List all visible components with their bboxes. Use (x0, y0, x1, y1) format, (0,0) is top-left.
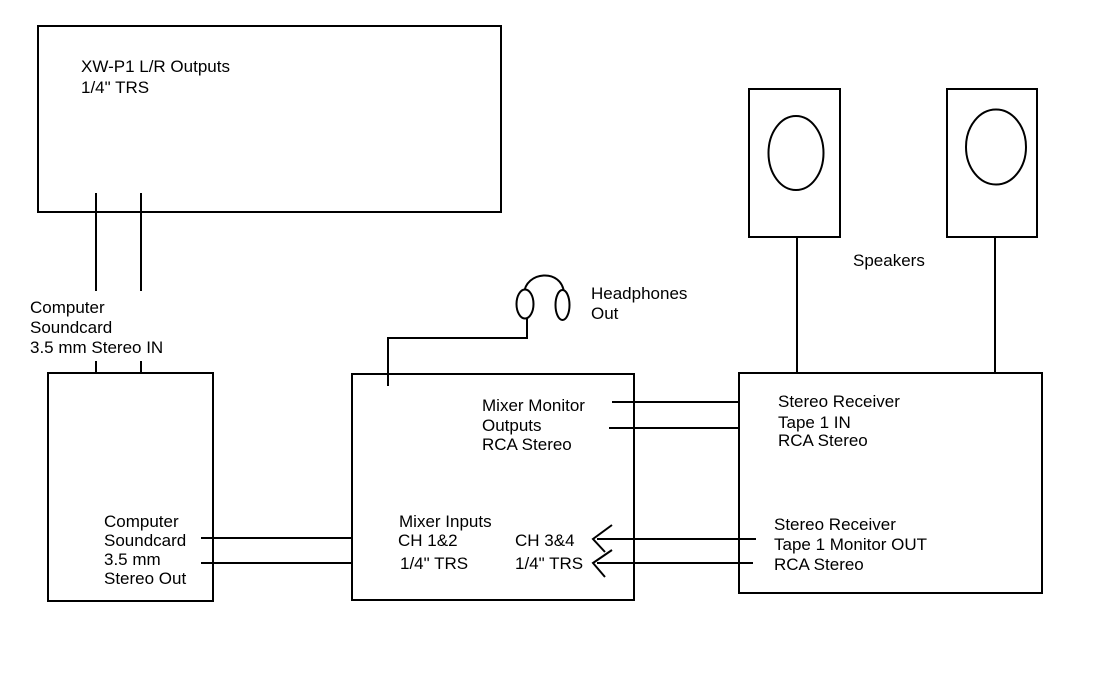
headphones-left-cup (515, 288, 535, 320)
xwp1-box (37, 25, 502, 213)
mixer-inputs-ch12-connector: 1/4" TRS (400, 554, 468, 573)
xwp1-label-line2: 1/4" TRS (81, 78, 149, 97)
speaker-left (748, 88, 841, 238)
computer-soundcard-device: Computer Soundcard 3.5 mm Stereo Out (47, 372, 214, 602)
headphones-band (523, 274, 565, 295)
soundcard-out-label-line3: 3.5 mm (104, 550, 161, 569)
receiver-tape-out-label-line2: Tape 1 Monitor OUT (774, 535, 927, 554)
mixer-inputs-ch12: CH 1&2 (398, 531, 458, 550)
soundcard-in-label-line2: Soundcard (30, 318, 112, 337)
mixer-device: Mixer Monitor Outputs RCA Stereo Mixer I… (351, 373, 635, 601)
receiver-tape-in-label-line1: Stereo Receiver (778, 392, 900, 411)
soundcard-in-label-line3: 3.5 mm Stereo IN (30, 338, 163, 357)
soundcard-in-label-line1: Computer (30, 298, 105, 317)
headphones-out: Headphones Out (387, 274, 687, 386)
mixer-inputs-title: Mixer Inputs (399, 512, 492, 531)
arrowhead-left-mixer1-icon (591, 524, 613, 553)
mixer-inputs-ch34: CH 3&4 (515, 531, 575, 550)
speaker-left-driver-icon (767, 115, 825, 191)
arrowhead-left-mixer2-icon (591, 549, 613, 578)
headphones-label-line2: Out (591, 304, 619, 323)
receiver-device: Stereo Receiver Tape 1 IN RCA Stereo Ste… (738, 372, 1043, 594)
headphones-icon (515, 274, 571, 321)
receiver-tape-out-label-line1: Stereo Receiver (774, 515, 896, 534)
headphones-label-line1: Headphones (591, 284, 687, 303)
mixer-monitor-label-line1: Mixer Monitor (482, 396, 585, 415)
receiver-tape-in-label-line3: RCA Stereo (778, 431, 868, 450)
soundcard-out-label-line4: Stereo Out (104, 569, 186, 588)
mixer-monitor-label-line3: RCA Stereo (482, 435, 572, 454)
receiver-tape-out-label-line3: RCA Stereo (774, 555, 864, 574)
mixer-inputs-ch34-connector: 1/4" TRS (515, 554, 583, 573)
speakers-label: Speakers (853, 251, 925, 270)
receiver-to-mixer-wires (591, 524, 756, 578)
headphones-cable (387, 318, 528, 386)
soundcard-out-label-line1: Computer (104, 512, 179, 531)
receiver-box (738, 372, 1043, 594)
xwp1-label-line1: XW-P1 L/R Outputs (81, 57, 230, 76)
speaker-right (946, 88, 1038, 238)
receiver-tape-in-label-line2: Tape 1 IN (778, 413, 851, 432)
soundcard-out-label-line2: Soundcard (104, 531, 186, 550)
mixer-box (351, 373, 635, 601)
xwp1-device: XW-P1 L/R Outputs 1/4" TRS (37, 25, 502, 213)
computer-soundcard-box (47, 372, 214, 602)
headphones-right-cup (554, 289, 571, 321)
mixer-monitor-label-line2: Outputs (482, 416, 542, 435)
soundcard-to-mixer-wires (201, 527, 378, 575)
speaker-right-driver-icon (965, 108, 1027, 186)
